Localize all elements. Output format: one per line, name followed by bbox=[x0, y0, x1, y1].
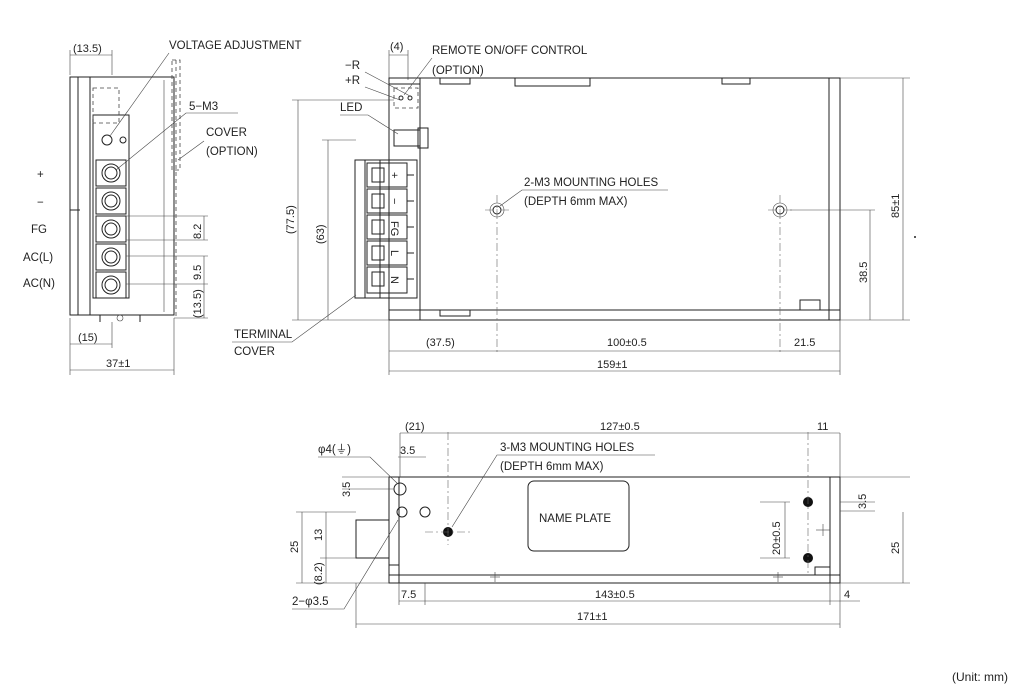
tb-label-l: L bbox=[388, 250, 400, 256]
remote-label: REMOTE ON/OFF CONTROL bbox=[432, 45, 588, 57]
front-mounting-holes bbox=[485, 195, 793, 355]
name-plate-text: NAME PLATE bbox=[539, 513, 611, 525]
front-body bbox=[388, 77, 841, 321]
dim-height-inner: (63) bbox=[315, 224, 327, 244]
terminal-label-acl: AC(L) bbox=[23, 252, 53, 264]
front-view: (4) + − FG L N bbox=[232, 41, 916, 375]
terminal-cover-label-2: COVER bbox=[234, 346, 275, 358]
ground-hole bbox=[393, 482, 407, 496]
dim-4: 4 bbox=[844, 589, 850, 601]
name-plate bbox=[527, 480, 630, 552]
terminal-screws bbox=[95, 159, 127, 299]
dim-pitch: 8.2 bbox=[192, 224, 204, 239]
tb-label-fg: FG bbox=[388, 221, 400, 236]
plus-r-label: +R bbox=[345, 75, 360, 87]
dim-height-outer: (77.5) bbox=[285, 205, 297, 234]
minus-r-label: −R bbox=[345, 60, 360, 72]
side-body bbox=[69, 76, 175, 316]
dim-75: 7.5 bbox=[401, 589, 416, 601]
unit-note: (Unit: mm) bbox=[952, 670, 1008, 684]
dim-top-4: (4) bbox=[390, 41, 403, 53]
dim-35-right: 3.5 bbox=[857, 494, 869, 509]
led-label: LED bbox=[340, 102, 362, 114]
front-mounting-depth-label: (DEPTH 6mm MAX) bbox=[524, 196, 628, 208]
led-icon bbox=[393, 129, 421, 147]
terminal-label-plus: + bbox=[37, 169, 44, 181]
voltage-adjustment-label: VOLTAGE ADJUSTMENT bbox=[169, 40, 301, 52]
dim-82: (8.2) bbox=[313, 562, 325, 585]
dim-143: 143±0.5 bbox=[595, 589, 635, 601]
bottom-mounting-depth-label: (DEPTH 6mm MAX) bbox=[500, 461, 604, 473]
dim-21: (21) bbox=[405, 421, 425, 433]
dim-35-top: 3.5 bbox=[400, 445, 415, 457]
dim-25-left: 25 bbox=[289, 541, 301, 553]
dim-171: 171±1 bbox=[577, 611, 608, 623]
tb-label-n: N bbox=[388, 276, 400, 284]
dim-hole-height: 38.5 bbox=[858, 262, 870, 283]
dim-20: 20±0.5 bbox=[771, 521, 783, 555]
tb-label-minus: − bbox=[388, 198, 400, 204]
terminal-cells bbox=[366, 162, 408, 294]
front-mounting-label: 2-M3 MOUNTING HOLES bbox=[524, 177, 659, 189]
terminal-label-minus: − bbox=[37, 197, 44, 209]
dim-front-total: 159±1 bbox=[597, 359, 628, 371]
dim-bottom-left: (15) bbox=[78, 332, 98, 344]
dim-127: 127±0.5 bbox=[600, 421, 640, 433]
side-view: (13.5) + − FG AC(L) bbox=[23, 40, 301, 375]
holes-label: 2−φ3.5 bbox=[292, 596, 329, 608]
terminal-block bbox=[354, 159, 418, 299]
dim-11: 11 bbox=[817, 421, 828, 433]
dim-pitch-2: 9.5 bbox=[192, 265, 204, 280]
dim-front-mid: 100±0.5 bbox=[607, 337, 647, 349]
bottom-view: NAME PLATE (21) 127±0.5 11 φ4(⏚) 3.5 3.5… bbox=[289, 421, 910, 628]
dim-bottom-offset: (13.5) bbox=[192, 289, 204, 318]
adjust-screw-icon[interactable] bbox=[101, 134, 113, 146]
dim-13: 13 bbox=[313, 529, 325, 541]
bottom-mounting-label: 3-M3 MOUNTING HOLES bbox=[500, 442, 635, 454]
terminal-cover-label: TERMINAL bbox=[234, 329, 293, 341]
phi4-label: φ4(⏚) bbox=[318, 443, 351, 456]
terminal-label-fg: FG bbox=[31, 224, 47, 236]
dim-side-width: 37±1 bbox=[106, 358, 130, 370]
dim-front-right: 21.5 bbox=[794, 337, 815, 349]
screw-label: 5−M3 bbox=[189, 101, 218, 113]
terminal-label-acn: AC(N) bbox=[23, 278, 55, 290]
dim-front-left: (37.5) bbox=[426, 337, 455, 349]
dim-35-left: 3.5 bbox=[341, 482, 353, 497]
dim-25-right: 25 bbox=[890, 542, 902, 554]
dim-front-height: 85±1 bbox=[890, 194, 902, 218]
cover-option-label: (OPTION) bbox=[206, 146, 258, 158]
cover-label: COVER bbox=[206, 127, 247, 139]
dim-top-width: (13.5) bbox=[73, 43, 102, 55]
tb-label-plus: + bbox=[388, 172, 400, 178]
remote-option-label: (OPTION) bbox=[432, 65, 484, 77]
